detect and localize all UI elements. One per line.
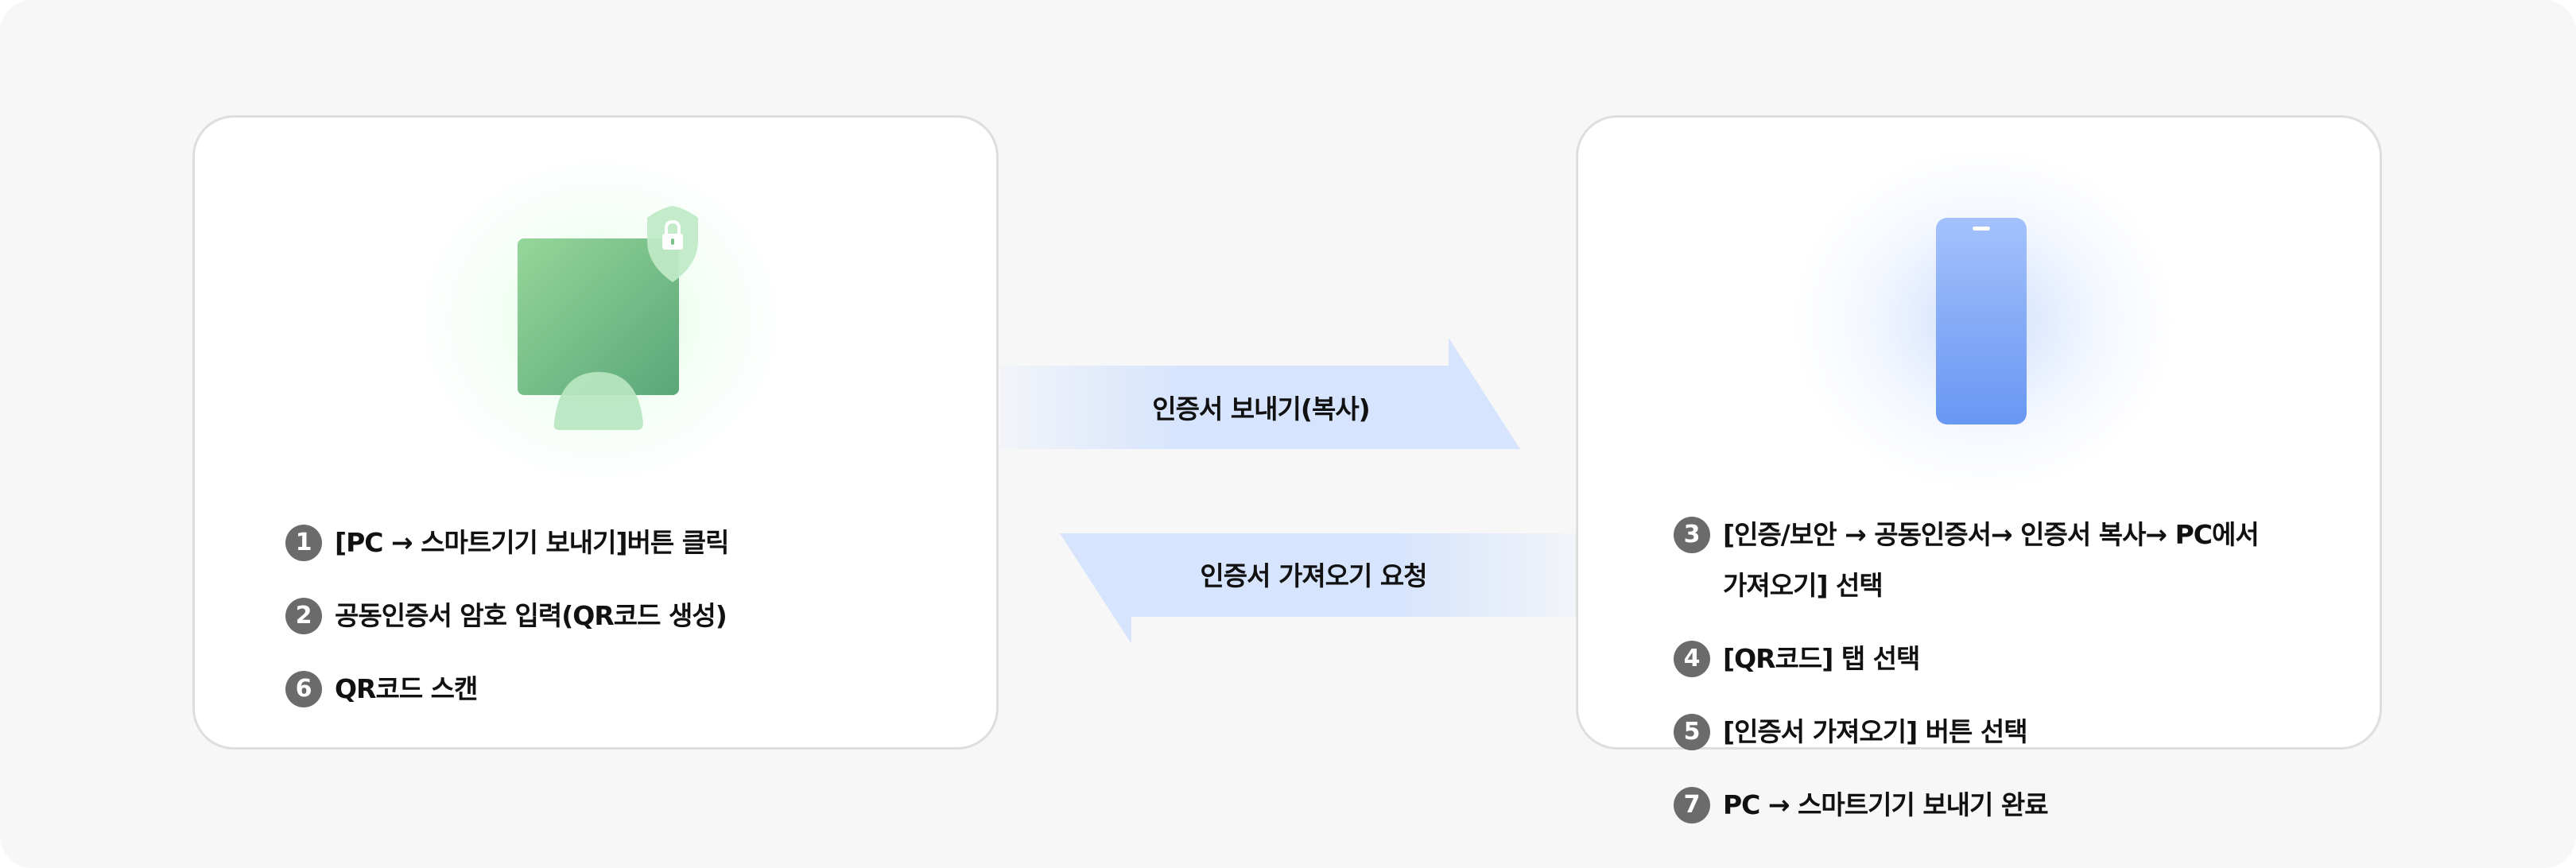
pc-card: 1 [PC → 스마트기기 보내기]버튼 클릭 2 공동인증서 암호 입력(QR…: [192, 115, 999, 750]
step-text: QR코드 스캔: [335, 673, 478, 704]
step-number-badge: 2: [285, 598, 322, 634]
step-item: 6 QR코드 스캔: [285, 664, 729, 715]
lock-shield-icon: [647, 206, 698, 282]
step-item: 3 [인증/보안 → 공동인증서→ 인증서 복사→ PC에서 가져오기] 선택: [1674, 510, 2278, 611]
step-text: [PC → 스마트기기 보내기]버튼 클릭: [335, 527, 729, 558]
step-number-badge: 3: [1674, 517, 1710, 553]
step-number-badge: 5: [1674, 714, 1710, 750]
send-arrow-label: 인증서 보내기(복사): [1152, 393, 1371, 424]
request-arrow-label: 인증서 가져오기 요청: [1200, 560, 1427, 591]
monitor-stand: [553, 372, 643, 430]
step-number-badge: 4: [1674, 641, 1710, 677]
step-text: [인증/보안 → 공동인증서→ 인증서 복사→ PC에서 가져오기] 선택: [1723, 519, 2260, 601]
phone-notch: [1973, 227, 1990, 231]
request-arrow: [1060, 533, 1577, 644]
send-arrow: [1000, 338, 1520, 449]
step-item: 1 [PC → 스마트기기 보내기]버튼 클릭: [285, 517, 729, 568]
step-number-badge: 7: [1674, 787, 1710, 823]
step-text: 공동인증서 암호 입력(QR코드 생성): [335, 600, 727, 631]
pc-monitor-icon: [518, 206, 698, 430]
step-text: [인증서 가져오기] 버튼 선택: [1723, 716, 2028, 747]
smartphone-card: 3 [인증/보안 → 공동인증서→ 인증서 복사→ PC에서 가져오기] 선택 …: [1576, 115, 2382, 823]
step-text: PC → 스마트기기 보내기 완료: [1723, 789, 2049, 820]
step-item: 5 [인증서 가져오기] 버튼 선택: [1674, 707, 2278, 758]
smartphone-icon: [1936, 218, 2027, 424]
step-number-badge: 6: [285, 671, 322, 707]
step-text: [QR코드] 탭 선택: [1723, 643, 1920, 674]
step-item: 2 공동인증서 암호 입력(QR코드 생성): [285, 591, 729, 641]
step-number-badge: 1: [285, 525, 322, 561]
step-item: 4 [QR코드] 탭 선택: [1674, 634, 2278, 684]
step-item: 7 PC → 스마트기기 보내기 완료: [1674, 780, 2278, 831]
pc-steps-list: 1 [PC → 스마트기기 보내기]버튼 클릭 2 공동인증서 암호 입력(QR…: [285, 517, 729, 737]
phone-steps-list: 3 [인증/보안 → 공동인증서→ 인증서 복사→ PC에서 가져오기] 선택 …: [1674, 510, 2278, 853]
